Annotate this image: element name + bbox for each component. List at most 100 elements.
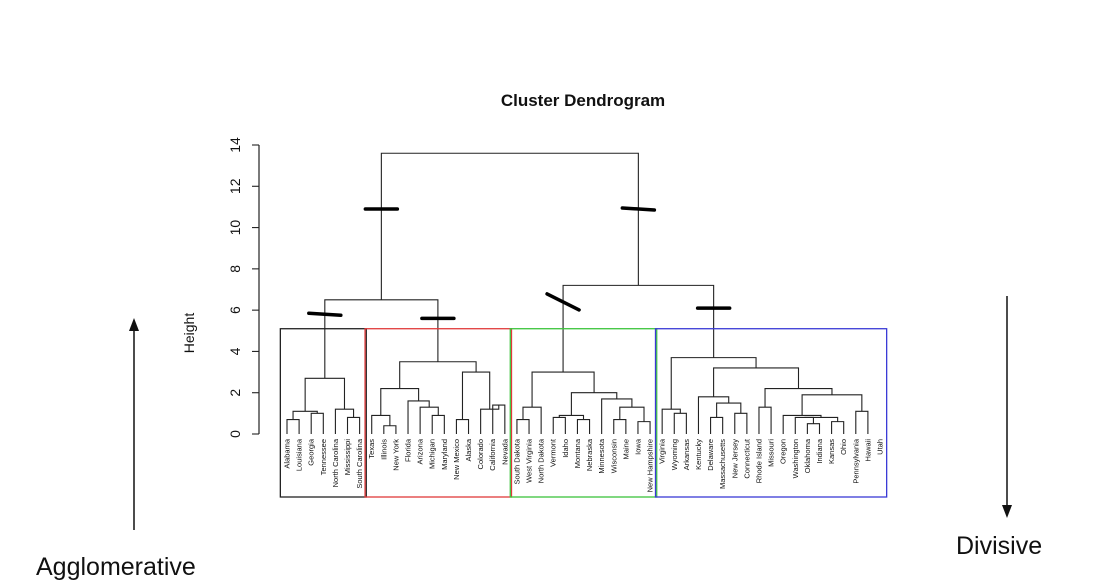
leaf-label: South Dakota [512, 438, 521, 484]
y-tick-label: 12 [227, 178, 243, 194]
leaf-label: Indiana [815, 438, 824, 463]
dendrogram-link [431, 414, 445, 434]
leaf-label: New Mexico [452, 439, 461, 480]
dendrogram-link [531, 371, 595, 408]
leaf-label: West Virginia [525, 438, 534, 483]
leaf-label: Missouri [767, 439, 776, 467]
leaf-label: California [488, 438, 497, 471]
dendrogram-link [383, 425, 397, 434]
leaf-label: Washington [791, 439, 800, 478]
up-arrow-icon [129, 318, 139, 331]
leaf-label: Oregon [779, 439, 788, 464]
y-tick-label: 0 [227, 430, 243, 438]
dendrogram-link [522, 406, 542, 434]
dendrogram-link [399, 361, 477, 389]
leaf-label: Georgia [307, 438, 316, 466]
dendrogram-link [455, 419, 470, 434]
y-tick-label: 14 [227, 137, 243, 153]
divisive-label: Divisive [956, 532, 1042, 560]
dendrogram-link [480, 405, 500, 434]
dendrogram-link [324, 299, 439, 379]
dendrogram-link [673, 412, 687, 434]
leaf-label: Ohio [839, 439, 848, 455]
dendrogram-link [661, 408, 681, 434]
leaf-label: Kansas [827, 439, 836, 464]
dendrogram-link [734, 412, 748, 434]
y-tick-label: 2 [227, 389, 243, 397]
leaf-label: Nebraska [585, 438, 594, 471]
leaf-label: Idaho [561, 439, 570, 458]
dendrogram-link [292, 410, 318, 420]
leaf-label: Mississippi [343, 439, 352, 476]
leaf-label: Maine [621, 439, 630, 459]
dendrogram-link [570, 392, 618, 416]
dendrogram-link [286, 419, 300, 434]
dendrogram-link [304, 377, 346, 412]
dendrogram-link [697, 396, 730, 434]
dendrogram-link [782, 414, 822, 434]
leaf-label: Michigan [428, 439, 437, 469]
dendrogram-link [380, 152, 639, 300]
dendrogram-link [601, 398, 633, 434]
leaf-label: Arkansas [682, 439, 691, 471]
leaf-label: Utah [876, 439, 885, 455]
dendrogram-link [346, 416, 361, 434]
dendrogram-link [855, 410, 869, 434]
dendrogram-link [516, 419, 530, 434]
leaf-label: Florida [404, 438, 413, 462]
dendrogram-link [380, 388, 420, 416]
dendrogram-link [804, 416, 839, 422]
leaf-label: Oklahoma [803, 438, 812, 473]
cut-marker [307, 311, 343, 318]
leaf-label: Vermont [549, 438, 558, 467]
y-tick-label: 4 [227, 347, 243, 355]
dendrogram-link [764, 388, 833, 408]
leaf-label: Montana [573, 438, 582, 468]
cluster-boxes [279, 328, 888, 498]
dendrogram-link [407, 400, 430, 434]
leaf-label: Tennessee [319, 439, 328, 475]
y-tick-label: 6 [227, 306, 243, 314]
cut-marker [545, 292, 581, 312]
leaf-label: Alabama [283, 438, 292, 468]
dendrogram-link [801, 394, 863, 416]
cluster-box [364, 328, 513, 498]
dendrogram-link [713, 367, 800, 397]
leaf-label: Minnesota [597, 438, 606, 473]
leaf-label: South Carolina [355, 438, 364, 488]
dendrogram-link [637, 421, 651, 434]
leaf-label: Kentucky [694, 439, 703, 470]
leaf-label: North Carolina [331, 438, 340, 487]
leaf-label: New Hampshire [646, 439, 655, 492]
dendrogram-link [576, 419, 591, 434]
dendrogram-link [716, 402, 742, 418]
leaf-label: New York [391, 439, 400, 471]
leaf-label: Louisiana [295, 438, 304, 471]
down-arrow-icon [1002, 505, 1012, 518]
dendrogram-link [613, 419, 627, 434]
leaf-label: Illinois [379, 439, 388, 460]
leaf-label: Colorado [476, 439, 485, 469]
dendrogram-tree [286, 152, 869, 434]
leaf-label: Texas [367, 439, 376, 459]
y-axis-label: Height [181, 313, 197, 354]
dendrogram-link [710, 416, 724, 434]
leaf-label: Virginia [658, 438, 667, 464]
leaf-label: Pennsylvania [851, 438, 860, 483]
leaf-label: North Dakota [537, 438, 546, 483]
leaf-label: Arizona [416, 438, 425, 464]
dendrogram-link [334, 408, 355, 434]
leaf-label: Massachusetts [718, 439, 727, 489]
leaf-label: Alaska [464, 438, 473, 461]
dendrogram-link [806, 423, 821, 434]
dendrogram-link [419, 406, 439, 434]
dendrogram-link [461, 371, 491, 420]
y-tick-label: 10 [227, 220, 243, 236]
cluster-box [279, 328, 367, 498]
leaf-label: Maryland [440, 439, 449, 470]
dendrogram-link [794, 416, 814, 434]
cluster-box [509, 328, 658, 498]
